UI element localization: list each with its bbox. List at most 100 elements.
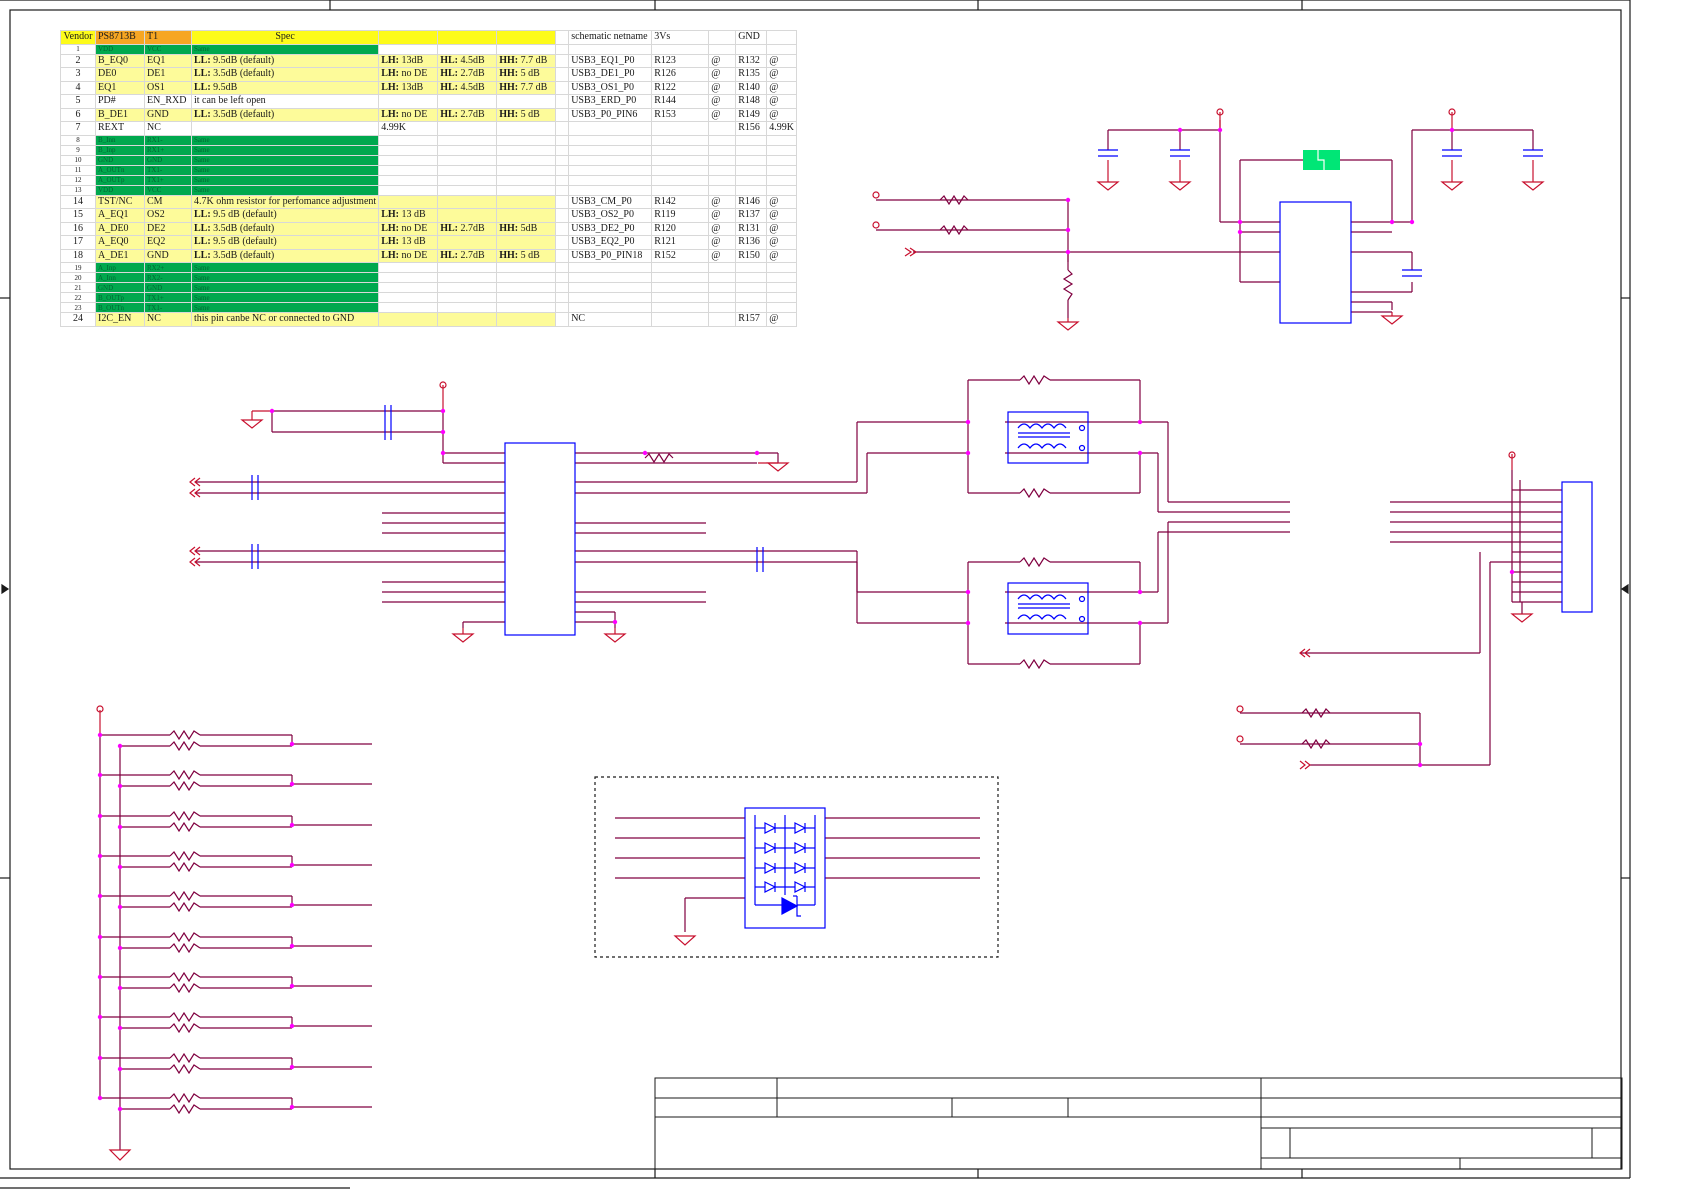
table-cell: A_DE0 [95, 221, 145, 236]
table-cell: GND [95, 154, 145, 166]
table-cell: NC [144, 121, 192, 136]
table-cell: 22 [60, 292, 96, 303]
table-cell [437, 134, 498, 146]
table-cell: A_Inp [95, 262, 145, 273]
junction-dot [289, 862, 295, 868]
table-cell: LH: no DE [378, 248, 439, 263]
off-page-connector [904, 247, 918, 257]
resistor [1019, 658, 1051, 670]
resistor [939, 224, 969, 236]
table-cell: @ [708, 248, 737, 263]
esd-diode [754, 815, 816, 917]
table-cell: B_OUTp [95, 292, 145, 303]
table-cell [555, 292, 570, 303]
table-cell: HH: 7.7 dB [496, 80, 557, 95]
table-cell: 4 [60, 80, 96, 95]
table-cell: Same [190, 184, 380, 196]
table-cell: Same [190, 282, 380, 293]
table-cell [735, 174, 768, 186]
table-cell [496, 144, 557, 156]
junction-dot [97, 1095, 103, 1101]
table-cell: R152 [651, 248, 710, 263]
table-cell: GND [144, 248, 192, 263]
table-cell [190, 121, 380, 136]
table-cell: @ [766, 312, 797, 327]
table-cell: @ [708, 80, 737, 95]
junction-dot [117, 824, 123, 830]
table-cell: HL: 2.7dB [437, 221, 498, 236]
table-cell: 5 [60, 94, 96, 109]
table-cell [651, 184, 710, 196]
junction-dot [97, 893, 103, 899]
redriver-ic [504, 442, 576, 636]
common-mode-choke [1007, 411, 1089, 464]
table-cell: 13 [60, 184, 96, 196]
table-cell [568, 121, 653, 136]
table-cell: @ [766, 94, 797, 109]
table-cell [766, 184, 797, 196]
table-cell [651, 154, 710, 166]
table-cell: 18 [60, 248, 96, 263]
table-cell [437, 94, 498, 109]
table-cell: 14 [60, 194, 96, 209]
table-cell: TX1- [144, 302, 192, 313]
table-cell: LL: 3.5dB (default) [190, 67, 380, 82]
table-cell [708, 43, 737, 55]
table-cell: TX1+ [144, 292, 192, 303]
table-cell: this pin canbe NC or connected to GND [190, 312, 380, 327]
table-cell: REXT [95, 121, 145, 136]
title-block [654, 1077, 1623, 1170]
net-port [1236, 705, 1244, 713]
table-cell: @ [766, 80, 797, 95]
junction-dot [289, 1064, 295, 1070]
table-cell: OS1 [144, 80, 192, 95]
table-cell [568, 184, 653, 196]
table-cell: HL: 2.7dB [437, 107, 498, 122]
table-cell: Same [190, 43, 380, 55]
table-cell: RX2- [144, 272, 192, 283]
table-cell: @ [708, 107, 737, 122]
table-cell: R153 [651, 107, 710, 122]
table-cell: 24 [60, 312, 96, 327]
table-cell: Same [190, 164, 380, 176]
table-cell [766, 262, 797, 273]
junction-dot [289, 983, 295, 989]
table-cell: VDD [95, 43, 145, 55]
table-cell: R132 [735, 53, 768, 68]
junction-dot [289, 1104, 295, 1110]
table-cell [378, 194, 439, 209]
table-cell: HL: 4.5dB [437, 53, 498, 68]
table-header-cell: schematic netname [568, 30, 653, 45]
resistor-array [96, 705, 372, 1161]
junction-dot [97, 1014, 103, 1020]
table-cell: R146 [735, 194, 768, 209]
table-cell [437, 235, 498, 250]
resistor [1019, 487, 1051, 499]
table-cell [708, 121, 737, 136]
off-page-connector [189, 477, 1311, 770]
table-cell: RX2+ [144, 262, 192, 273]
table-header-cell [378, 30, 439, 45]
table-cell: @ [766, 53, 797, 68]
table-cell [496, 272, 557, 283]
table-cell [437, 282, 498, 293]
table-cell: 8 [60, 134, 96, 146]
junction-dot [117, 1106, 123, 1112]
table-cell: HL: 4.5dB [437, 80, 498, 95]
table-cell [378, 144, 439, 156]
junction-dots [1065, 127, 1455, 255]
junction-dot [289, 902, 295, 908]
table-cell: @ [708, 67, 737, 82]
table-cell: LL: 9.5 dB (default) [190, 208, 380, 223]
table-cell: B_OUTn [95, 302, 145, 313]
table-cell: TX1- [144, 164, 192, 176]
